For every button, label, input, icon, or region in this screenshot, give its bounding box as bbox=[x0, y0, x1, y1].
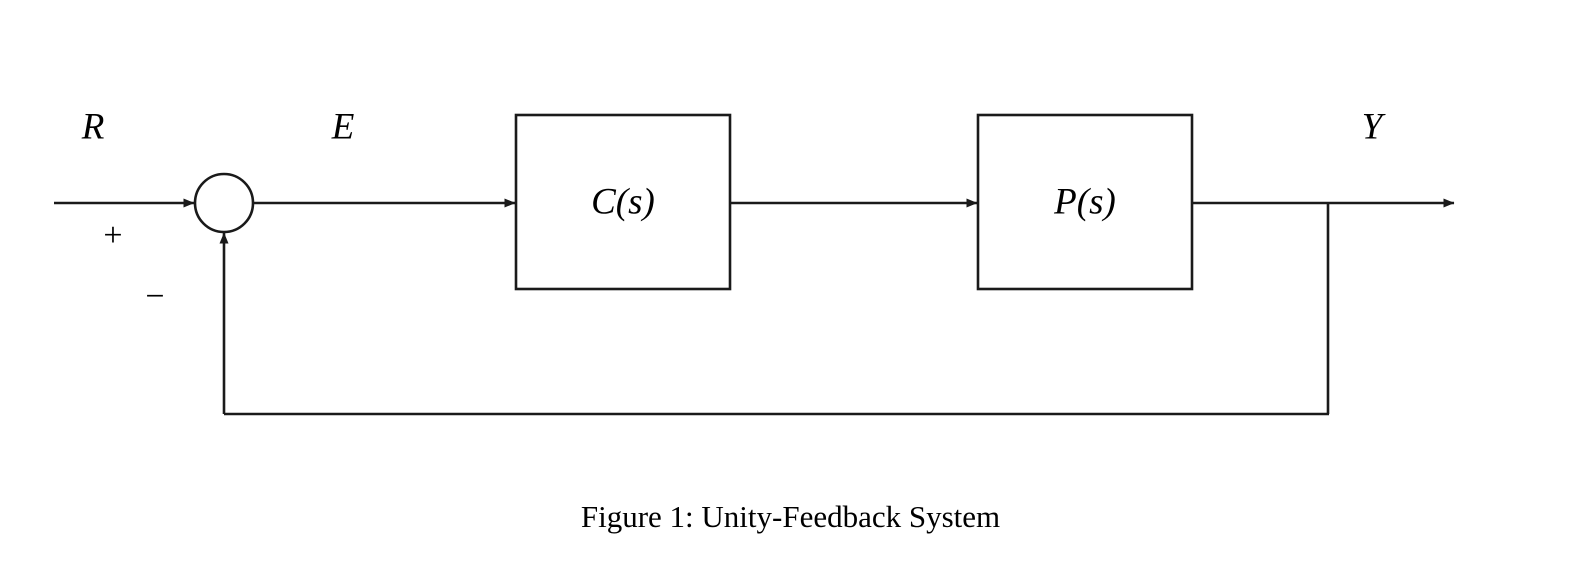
reference-signal-label: R bbox=[81, 106, 105, 148]
output-signal-label: Y bbox=[1361, 106, 1383, 148]
controller-block-rect bbox=[514, 113, 732, 291]
plant-block-label: P(s) bbox=[1054, 181, 1116, 223]
summing-junction-minus-sign: − bbox=[145, 278, 165, 315]
error-signal-label: E bbox=[331, 106, 355, 148]
controller-block-label: C(s) bbox=[591, 181, 655, 223]
figure-caption: Figure 1: Unity-Feedback System bbox=[580, 499, 1001, 534]
summing-junction-circle bbox=[193, 172, 255, 234]
summing-junction-plus-sign: + bbox=[103, 217, 123, 254]
